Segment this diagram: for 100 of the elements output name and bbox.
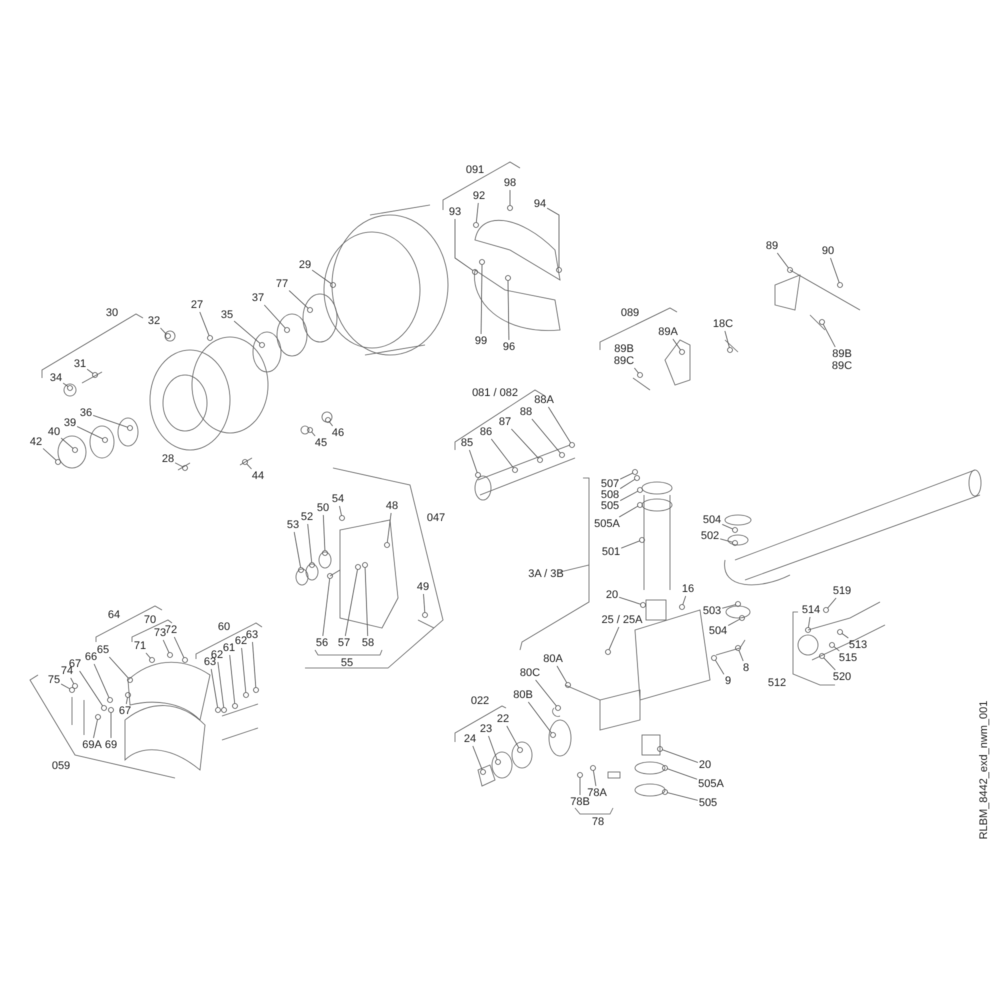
group-number: 022	[470, 695, 490, 707]
part-marker	[55, 459, 61, 465]
leader-line	[70, 678, 74, 684]
part-marker	[127, 425, 133, 431]
part-marker	[837, 629, 843, 635]
callout-number: 72	[164, 624, 178, 636]
leader-line	[714, 660, 724, 675]
callout-number: 520	[832, 671, 852, 683]
callout-number: 75	[48, 674, 60, 686]
leader-line	[322, 514, 326, 551]
callout-number: 52	[300, 511, 314, 523]
part-marker	[732, 527, 738, 533]
callout-number: 23	[480, 723, 492, 735]
part-marker	[823, 607, 829, 613]
group-number: 047	[426, 512, 446, 524]
group-number: 091	[466, 164, 484, 176]
callout-number: 94	[534, 198, 546, 210]
leader-line	[264, 304, 286, 328]
part-marker	[480, 769, 486, 775]
part-marker	[634, 475, 640, 481]
part-marker	[472, 269, 478, 275]
part-marker	[559, 452, 565, 458]
leader-line	[608, 626, 620, 650]
part-marker	[662, 789, 668, 795]
part-marker	[517, 747, 523, 753]
leader-line	[364, 567, 368, 636]
part-marker	[507, 205, 513, 211]
part-marker	[637, 487, 643, 493]
callout-number: 98	[504, 177, 516, 189]
part-marker	[72, 683, 78, 689]
part-marker	[590, 765, 596, 771]
part-marker	[243, 692, 249, 698]
leader-line	[618, 506, 638, 518]
leader-line	[842, 633, 849, 638]
callout-number: 37	[252, 292, 264, 304]
callout-number: 89	[766, 240, 778, 252]
callout-number: 78A	[587, 787, 607, 799]
leader-line	[618, 596, 641, 605]
leader-line	[827, 598, 836, 608]
callout-number: 89B 89C	[614, 343, 634, 367]
part-marker	[555, 705, 561, 711]
callout-number: 54	[332, 493, 344, 505]
part-marker	[735, 645, 741, 651]
leader-line	[210, 668, 218, 708]
callout-number: 515	[838, 652, 858, 664]
leader-line	[229, 654, 236, 704]
leader-line	[535, 680, 557, 706]
callout-number: 20	[606, 589, 618, 601]
callout-number: 8	[742, 662, 750, 674]
part-marker	[355, 564, 361, 570]
part-marker	[577, 772, 583, 778]
callout-number: 20	[698, 759, 712, 771]
callout-number: 63	[246, 629, 258, 641]
leader-line	[506, 726, 520, 748]
leader-line	[79, 670, 103, 706]
callout-number: 80B	[513, 689, 533, 701]
part-marker	[362, 562, 368, 568]
leader-line	[720, 538, 733, 543]
callout-number: 89B 89C	[832, 348, 852, 372]
part-marker	[127, 677, 133, 683]
part-marker	[232, 703, 238, 709]
part-marker	[837, 282, 843, 288]
part-marker	[95, 714, 101, 720]
part-marker	[107, 697, 113, 703]
callout-number: 53	[286, 519, 300, 531]
leader-line	[508, 280, 510, 340]
leader-line	[722, 604, 736, 609]
callout-number: 519	[832, 585, 852, 597]
callout-number: 62	[234, 635, 248, 647]
callout-number: 86	[480, 426, 492, 438]
part-marker	[67, 385, 73, 391]
callout-number: 69	[104, 739, 118, 751]
callout-number: 89A	[658, 326, 678, 338]
part-marker	[253, 687, 259, 693]
leader-line	[662, 749, 698, 763]
group-number: 60	[218, 621, 230, 633]
part-marker	[550, 732, 556, 738]
callout-number: 504	[702, 514, 722, 526]
part-marker	[637, 502, 643, 508]
leader-line	[822, 324, 836, 348]
part-marker	[92, 372, 98, 378]
part-marker	[309, 562, 315, 568]
callout-number: 69A	[82, 739, 102, 751]
leader-line	[199, 312, 210, 336]
part-marker	[537, 457, 543, 463]
leader-line	[246, 463, 252, 470]
leader-line	[480, 264, 482, 334]
callout-number: 9	[724, 675, 732, 687]
callout-number: 56	[316, 637, 328, 649]
leader-line	[174, 462, 184, 468]
part-marker	[711, 655, 717, 661]
leader-line	[667, 792, 698, 801]
leader-line	[476, 202, 479, 223]
leader-line	[511, 428, 539, 459]
leader-line	[620, 540, 640, 548]
callout-number: 34	[50, 372, 62, 384]
group-number: 059	[52, 760, 70, 772]
callout-number: 44	[252, 470, 264, 482]
callout-number: 80C	[520, 667, 540, 679]
leader-line	[548, 406, 572, 444]
